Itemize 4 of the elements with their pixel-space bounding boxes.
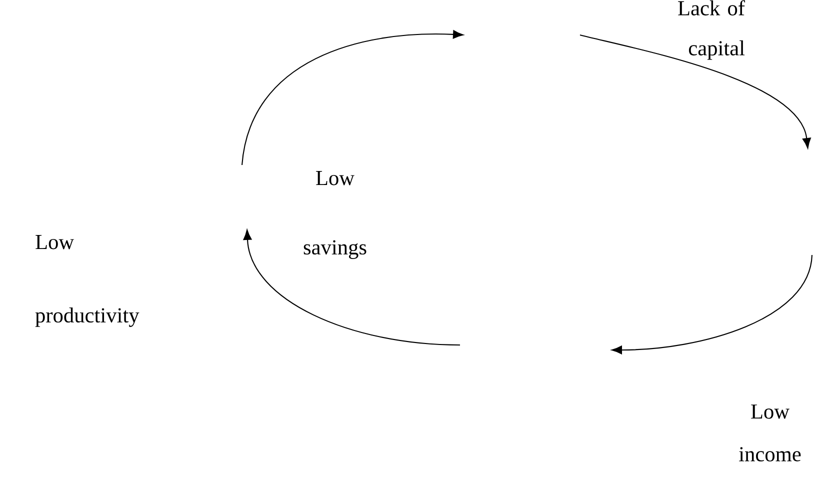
cycle-label: Lack of capital [678,0,745,60]
cycle-label: Low savings [304,171,366,259]
cycle-label: Low productivity [35,235,140,327]
cycle-label: Low income [739,404,801,462]
